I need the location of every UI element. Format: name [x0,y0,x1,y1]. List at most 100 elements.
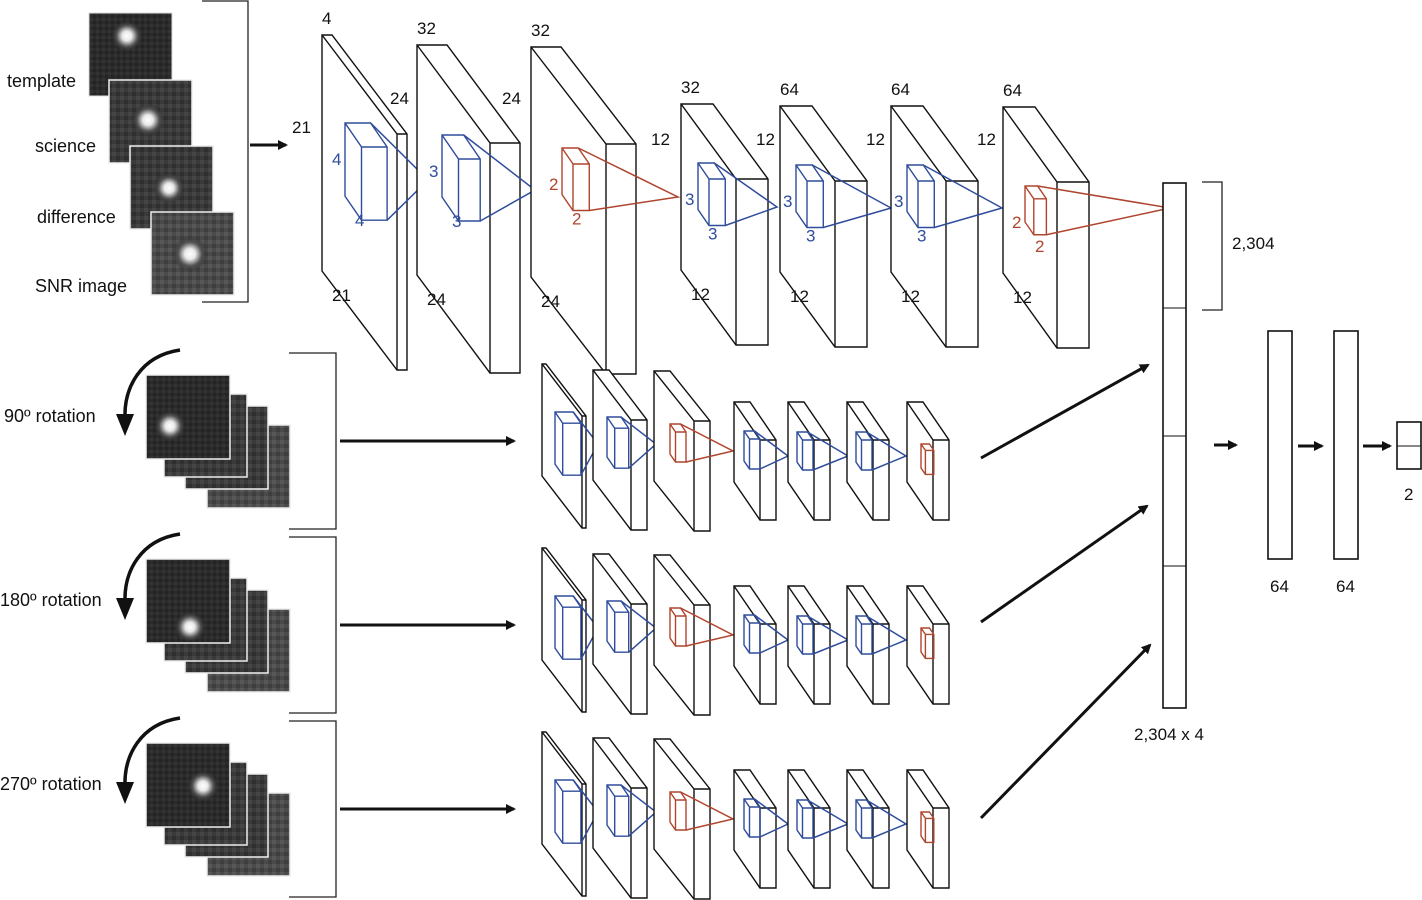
mini-layer-3 [653,370,736,532]
feature-map-slab [680,103,769,346]
mini-layer-7 [906,401,950,521]
mini-feature-map-slab [846,769,890,889]
mini-feature-map-slab [733,401,777,521]
kernel-projection [680,791,736,831]
mini-feature-map-slab [653,370,711,532]
slab-outline [733,401,777,521]
slab-edge [592,553,647,714]
kernel-size-label: 4 [355,211,364,230]
slab-outline [846,769,890,889]
mini-feature-map-slab [653,738,711,900]
kernel-projection [922,164,1004,229]
kernel-size-label: 2 [549,175,558,194]
rotation-arrowhead-icon [116,598,134,620]
feature-map-slab [321,34,408,371]
mini-feature-map-slab [592,553,648,715]
depth-label: 32 [681,78,700,97]
slab-edge [530,46,636,374]
mini-feature-map-slab [906,585,950,705]
layer3-side-label: 12 [651,130,670,149]
kernel-size-label: 3 [917,227,926,246]
kernel-cube [920,627,935,660]
mini-feature-map-slab [592,737,648,899]
slab-edge [906,769,949,888]
main-network: 4442132332432222432331264331264331264221… [292,9,1171,375]
slab-outline [787,769,831,889]
width-label: 12 [1013,288,1032,307]
width-label: 21 [332,286,351,305]
kernel-size-label: 3 [783,192,792,211]
mini-feature-map-slab [733,769,777,889]
pool-kernel [669,791,736,831]
rotation-branch-2: 180º rotation [0,504,1149,716]
branch-to-flatten-arrow [980,504,1149,624]
slab-outline [416,44,521,374]
mini-layer-4 [733,769,790,889]
depth-label: 64 [891,80,910,99]
rotation-arrow-icon [123,716,181,787]
mini-feature-map-slab [906,401,950,521]
conv-kernel [855,431,908,471]
rotation-branch-1: 90º rotation [4,348,1150,532]
layer5-side-label: 12 [866,130,885,149]
depth-label: 64 [780,80,799,99]
kernel-size-label: 2 [1035,237,1044,256]
slab-outline [592,737,648,899]
slab-outline [592,553,648,715]
mini-layer-7 [906,769,950,889]
slab-outline [906,585,950,705]
slab-outline [846,585,890,705]
mini-network [541,731,950,900]
mini-feature-map-slab [541,731,587,897]
mini-layer-2 [592,553,658,715]
slab-outline [541,547,587,713]
pool-kernel [920,627,935,660]
mini-feature-map-slab [733,585,777,705]
kernel-size-label: 3 [429,162,438,181]
slab-outline [541,363,587,529]
slab-outline [906,769,950,889]
slab-outline [733,769,777,889]
mini-layer-7 [906,585,950,705]
depth-label: 64 [1003,81,1022,100]
channel-label-difference: difference [37,207,116,227]
slab-outline [787,401,831,521]
conv-kernel [906,164,1004,229]
mini-feature-map-slab [541,363,587,529]
kernel-projection [866,799,908,839]
input-image-snr [150,211,235,296]
slab-outline [906,401,950,521]
layer2-side-label: 24 [502,89,521,108]
kernel-size-label: 3 [806,227,815,246]
slab-edge [1002,106,1089,348]
dense-size-label: 64 [1270,577,1289,596]
input-side-label: 24 [390,89,409,108]
mini-layer-3 [653,554,736,716]
mini-layer-6 [846,401,908,521]
slab-outline [787,585,831,705]
kernel-size-label: 3 [685,190,694,209]
rotation-arrowhead-icon [116,782,134,804]
rotation-arrow-icon [123,532,181,603]
width-label: 24 [541,292,560,311]
mini-feature-map-slab [787,585,831,705]
branch-to-flatten-arrow [980,363,1150,460]
pool-kernel [561,147,681,212]
slab-edge [321,34,407,370]
slab-outline [680,103,769,346]
flatten-vector [1162,182,1187,709]
pool-kernel [920,811,935,844]
dense-layer-box [1333,330,1359,560]
slab-edge [541,363,586,528]
slab-edge [592,737,647,898]
source-star [174,611,206,643]
rotation-arrowhead-icon [116,414,134,436]
mini-layer-5 [787,769,850,889]
input-stack: template science difference SNR image [7,0,288,303]
width-label: 24 [427,290,446,309]
